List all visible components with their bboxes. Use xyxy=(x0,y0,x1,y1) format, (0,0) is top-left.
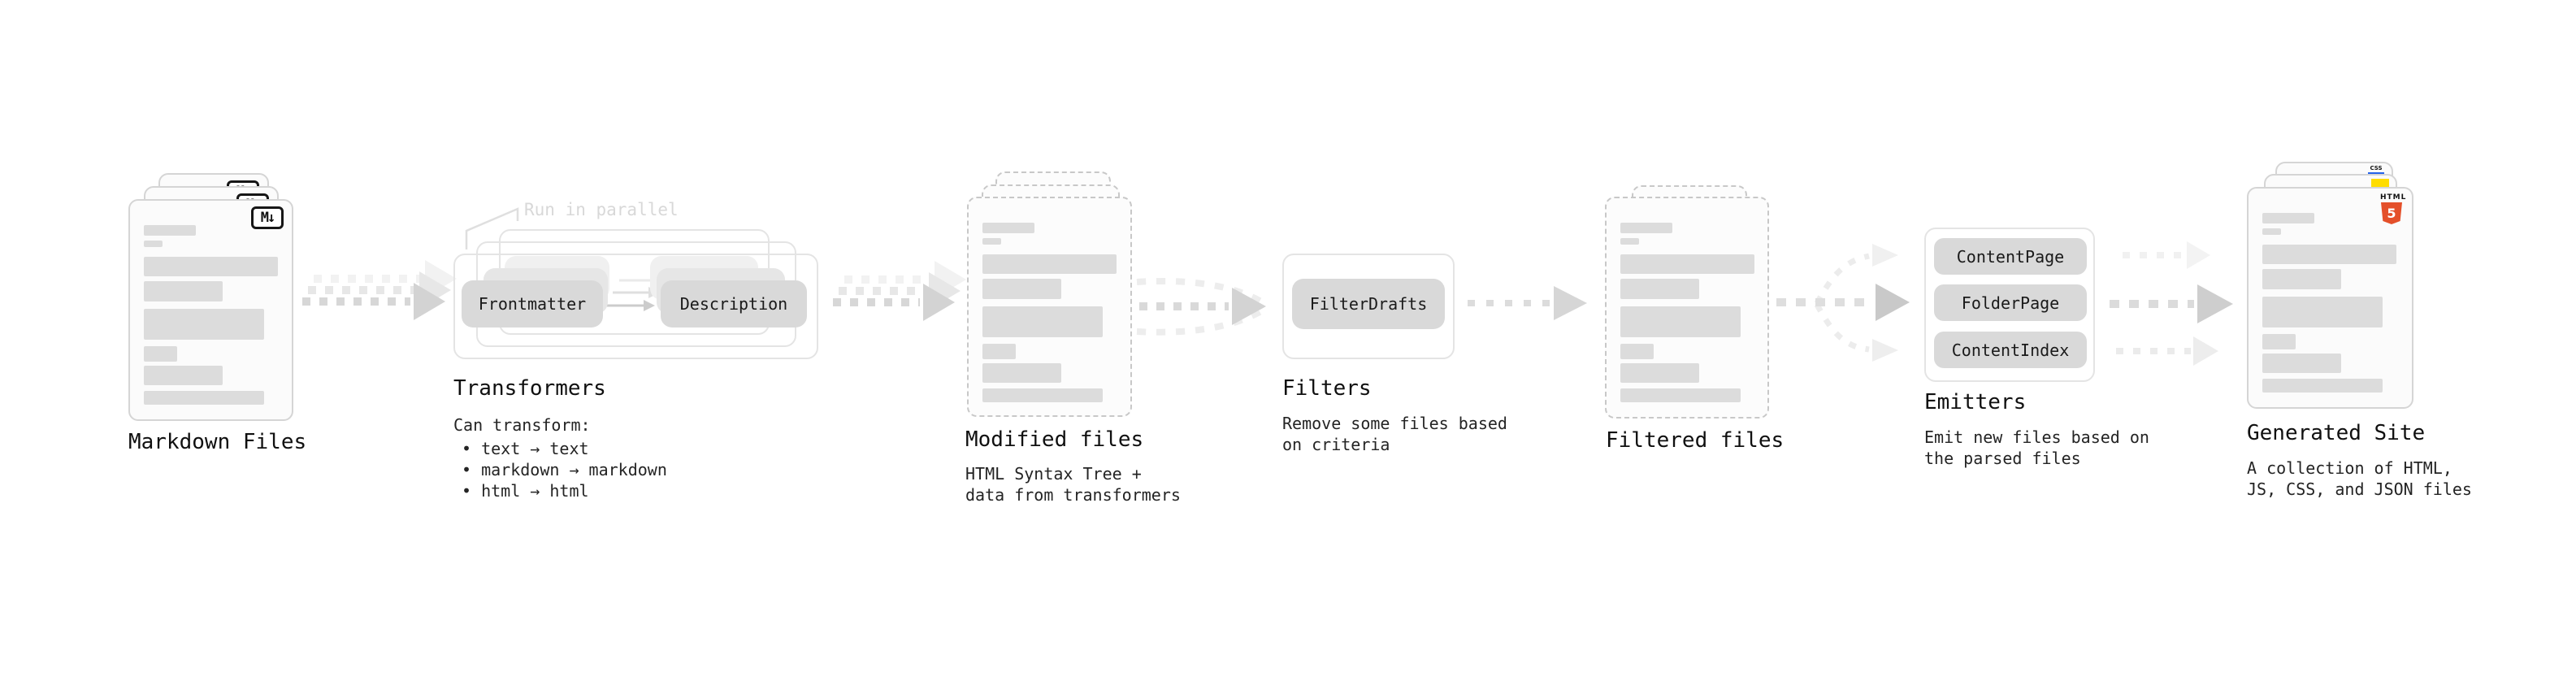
generated-site-caption-2: JS, CSS, and JSON files xyxy=(2247,479,2472,499)
filtered-files-label: Filtered files xyxy=(1606,428,1785,453)
skeleton-text xyxy=(982,223,1117,402)
transformer-panel-front xyxy=(453,254,818,359)
contentpage-chip-label: ContentPage xyxy=(1956,246,2065,267)
contentindex-chip: ContentIndex xyxy=(1934,332,2087,368)
skeleton-text xyxy=(144,225,278,405)
filters-label: Filters xyxy=(1282,376,1372,401)
filterdrafts-chip: FilterDrafts xyxy=(1292,279,1445,329)
arrow-emitters-out-middle xyxy=(2110,284,2233,323)
modified-files-label: Modified files xyxy=(965,427,1144,452)
filters-caption-1: Remove some files based xyxy=(1282,414,1507,433)
html5-icon: HTML 5 xyxy=(2380,193,2405,224)
frontmatter-chip-label: Frontmatter xyxy=(478,294,587,314)
transformers-bullet-2: • markdown → markdown xyxy=(462,460,667,479)
skeleton-text xyxy=(2262,213,2396,393)
arrow-transformers-to-modified xyxy=(833,284,955,321)
transformers-caption-title: Can transform: xyxy=(453,415,591,435)
generated-site-caption-1: A collection of HTML, xyxy=(2247,458,2452,478)
arrow-emitters-out-bottom xyxy=(2116,336,2218,366)
description-chip: Description xyxy=(661,280,807,327)
fork-branch-top xyxy=(1814,244,1898,305)
folderpage-chip-label: FolderPage xyxy=(1961,293,2060,313)
folderpage-chip: FolderPage xyxy=(1934,284,2087,321)
arrow-modified-to-filters xyxy=(1139,288,1266,325)
filters-panel xyxy=(1282,254,1455,359)
run-in-parallel-note: Run in parallel xyxy=(524,200,679,219)
contentindex-chip-label: ContentIndex xyxy=(1951,340,2070,360)
arrow-filters-to-filtered xyxy=(1468,286,1587,320)
emitters-panel xyxy=(1924,228,2095,382)
modified-document-card-front xyxy=(967,197,1132,417)
emitters-label: Emitters xyxy=(1924,390,2027,414)
filterdrafts-chip-label: FilterDrafts xyxy=(1309,294,1428,314)
modified-files-caption-1: HTML Syntax Tree + xyxy=(965,464,1142,484)
markdown-document-card-front: M↓ xyxy=(128,199,293,421)
description-chip-label: Description xyxy=(679,294,788,314)
contentpage-chip: ContentPage xyxy=(1934,238,2087,275)
generated-document-card-front: HTML 5 xyxy=(2247,187,2413,409)
parallel-leader-line xyxy=(465,207,519,249)
emitters-caption-2: the parsed files xyxy=(1924,449,2081,468)
markdown-files-label: Markdown Files xyxy=(128,430,307,454)
emitters-caption-1: Emit new files based on xyxy=(1924,427,2149,447)
filtered-document-card-front xyxy=(1605,197,1769,419)
fork-branch-bottom xyxy=(1814,303,1898,362)
generated-site-label: Generated Site xyxy=(2247,421,2426,445)
js-icon xyxy=(2371,179,2389,188)
transformers-label: Transformers xyxy=(453,376,606,401)
arrow-markdown-to-transformers xyxy=(302,283,445,320)
markdown-icon: M↓ xyxy=(251,206,284,229)
skeleton-text xyxy=(1620,223,1754,402)
transformers-bullet-3: • html → html xyxy=(462,481,589,501)
arrow-emitters-out-top xyxy=(2123,241,2210,269)
filters-caption-2: on criteria xyxy=(1282,435,1390,454)
frontmatter-chip: Frontmatter xyxy=(462,280,603,327)
arrow-filtered-to-emitters xyxy=(1776,284,1910,321)
transformers-bullet-1: • text → text xyxy=(462,439,589,458)
modified-files-caption-2: data from transformers xyxy=(965,485,1181,505)
